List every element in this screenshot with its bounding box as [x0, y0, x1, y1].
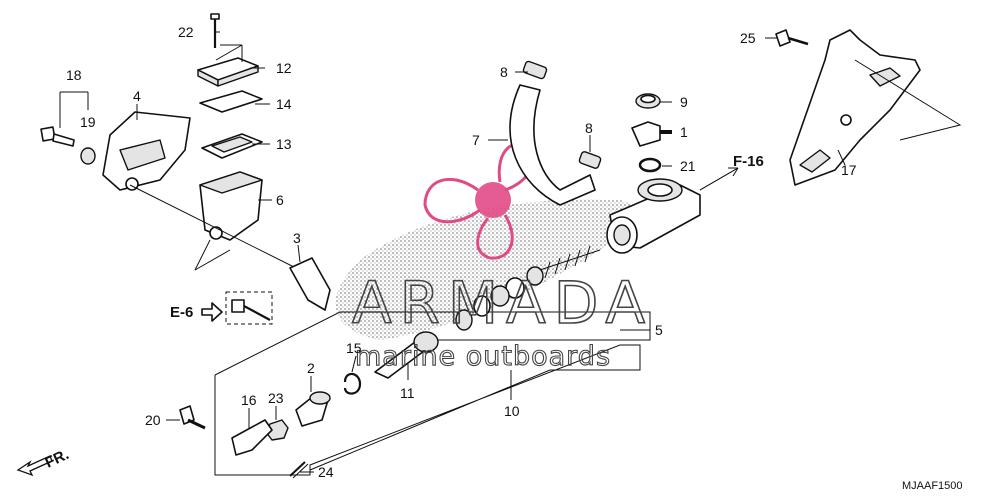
part-label-16: 16 [241, 392, 257, 408]
part-9-grommet [635, 93, 661, 109]
e6-arrow-icon [201, 302, 223, 322]
part-5-master-cylinder [606, 178, 701, 254]
part-16-clevis [231, 419, 273, 456]
part-4-reservoir-cover [102, 111, 191, 191]
part-17-bracket [789, 29, 921, 186]
part-25-bolt [775, 29, 809, 47]
reference-fr: FR. [43, 446, 72, 472]
part-label-1: 1 [680, 124, 688, 140]
subassembly-outline [214, 311, 651, 376]
part-label-23: 23 [268, 390, 284, 406]
e6-bolt-group [201, 291, 273, 325]
part-14-plate [199, 90, 263, 113]
reference-e6: E-6 [170, 304, 193, 321]
part-label-11: 11 [400, 385, 415, 401]
part-label-5: 5 [655, 322, 663, 338]
part-7-hose [509, 84, 596, 206]
part-label-3: 3 [293, 230, 301, 246]
diagram-code: MJAAF1500 [902, 480, 963, 492]
part-12-reservoir-cap [197, 57, 259, 87]
part-8-clamp-upper [522, 60, 548, 80]
reference-f16: F-16 [733, 153, 764, 170]
part-label-10: 10 [504, 403, 520, 419]
part-22-screw [210, 13, 220, 48]
part-label-2: 2 [307, 360, 315, 376]
part-label-15: 15 [346, 340, 362, 356]
part-label-9: 9 [680, 94, 688, 110]
subassembly-outline-10 [214, 344, 641, 476]
part-label-8-lower: 8 [585, 120, 593, 136]
part-20-pin [179, 405, 206, 430]
part-spring [539, 245, 601, 279]
part-label-7: 7 [472, 132, 480, 148]
part-15-circlip [343, 372, 362, 395]
part-label-6: 6 [276, 192, 284, 208]
part-24-cotter-pin [289, 461, 309, 479]
front-arrow-icon [16, 455, 53, 477]
part-label-17: 17 [841, 162, 857, 178]
part-label-25: 25 [740, 30, 756, 46]
f16-arrow-icon [699, 167, 739, 191]
part-label-12: 12 [276, 60, 292, 76]
part-19-grommet [80, 147, 96, 165]
part-2-boot [295, 391, 331, 427]
part-piston-cups [455, 266, 544, 331]
part-label-20: 20 [145, 412, 161, 428]
part-8-clamp-lower [578, 151, 602, 169]
part-3-bracket [289, 257, 331, 311]
part-label-14: 14 [276, 96, 292, 112]
part-13-diaphragm [201, 133, 263, 159]
part-label-18: 18 [66, 67, 82, 83]
part-6-reservoir [199, 171, 263, 241]
watermark-tagline: marine outboards [355, 341, 611, 372]
part-label-4: 4 [133, 88, 141, 104]
part-label-24: 24 [318, 464, 334, 480]
watermark-brand: ARMADA [352, 269, 653, 337]
part-18-bolt [40, 126, 75, 147]
background-shade [335, 199, 650, 340]
part-label-22: 22 [178, 24, 194, 40]
part-21-o-ring [638, 157, 662, 173]
part-1-joint [631, 121, 672, 147]
part-label-21: 21 [680, 158, 696, 174]
part-label-8-upper: 8 [500, 64, 508, 80]
part-label-19: 19 [80, 114, 96, 130]
part-11-push-rod [374, 331, 439, 379]
part-label-13: 13 [276, 136, 292, 152]
